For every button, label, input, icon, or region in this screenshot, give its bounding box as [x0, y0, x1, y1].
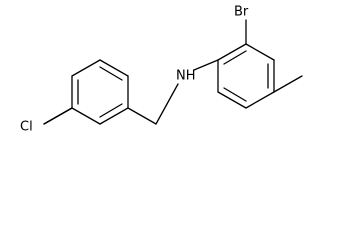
- ring2-bond-a: [217, 43, 247, 61]
- chlorine-label: Cl: [20, 120, 33, 135]
- ring1-bond-g: [71, 107, 101, 125]
- ring2-bond-d: [245, 91, 275, 109]
- linker-bonds: [127, 59, 219, 125]
- ring2-double-3: [223, 87, 247, 102]
- ring-to-ch2-bond: [127, 107, 157, 125]
- bromotolyl-ring: [217, 19, 303, 109]
- chlorophenyl-ring: [43, 59, 129, 125]
- ring2-bond-e: [217, 91, 247, 109]
- c-cl-bond: [43, 107, 73, 125]
- amine-label: NH: [176, 69, 196, 84]
- ring1-double-2: [99, 66, 123, 81]
- structure-diagram: Br NH Cl: [20, 5, 303, 135]
- ring1-bond-d: [99, 59, 129, 77]
- ring1-double-3: [99, 103, 123, 118]
- ring2-double-1: [223, 50, 247, 65]
- ring1-bond-c: [71, 59, 101, 77]
- ring2-bond-b: [245, 43, 275, 61]
- bromine-label: Br: [234, 5, 249, 20]
- ch2-to-n-bond: [155, 83, 179, 125]
- c-methyl-bond: [273, 75, 303, 93]
- ring1-bond-f: [99, 107, 129, 125]
- n-to-ring-bond: [193, 59, 219, 71]
